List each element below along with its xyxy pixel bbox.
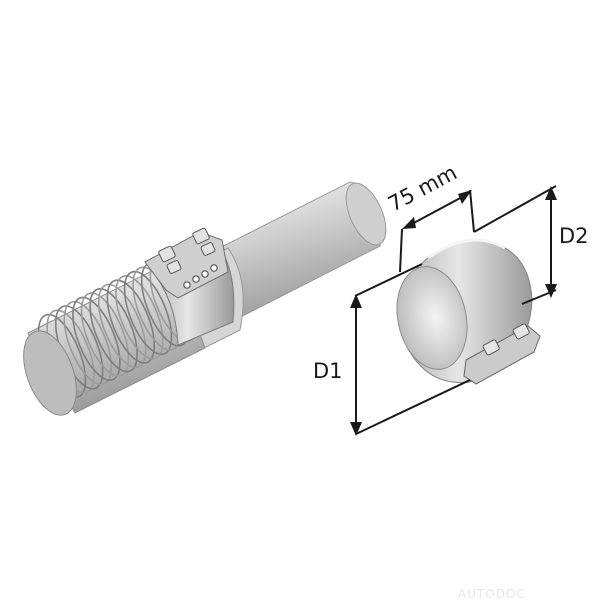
- flex-pipe-rib: [106, 279, 156, 364]
- flex-pipe-rib: [89, 288, 138, 373]
- dimension-arrowheads: [350, 186, 557, 436]
- flex-pipe-rib: [123, 270, 173, 356]
- flex-pipe-ribs: [37, 257, 199, 399]
- flex-pipe-rib: [115, 275, 164, 360]
- d1-label: D1: [313, 359, 343, 383]
- flex-pipe-rib: [97, 283, 147, 369]
- flex-pipe-rib: [63, 300, 113, 386]
- flex-pipe-rib: [80, 292, 130, 377]
- clamp-inner: [396, 266, 468, 370]
- flex-pipe-rib: [72, 296, 121, 381]
- dimension-lines: [354, 185, 557, 435]
- pipe-clamp-nuts: [158, 227, 216, 274]
- smooth-pipe-end: [345, 182, 387, 246]
- pipe-clamp-bolts: [183, 264, 218, 289]
- flex-pipe-end: [23, 330, 77, 416]
- standalone-clamp: [396, 238, 541, 385]
- length-label: 75 mm: [384, 160, 461, 216]
- pipe-assembly: [23, 181, 387, 416]
- clamp-fastener: [463, 325, 541, 385]
- clamp-rim: [427, 238, 506, 260]
- clamp-fastener-nuts: [482, 323, 530, 356]
- d2-label: D2: [559, 224, 589, 248]
- watermark: AUTODOC: [458, 587, 526, 601]
